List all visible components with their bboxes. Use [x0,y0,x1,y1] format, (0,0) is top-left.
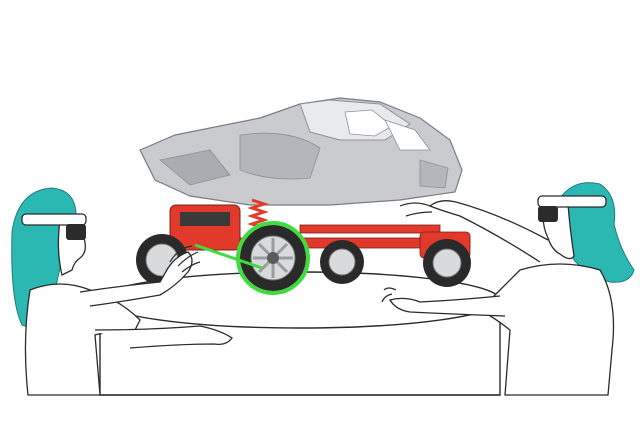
arm-left-lower [94,325,233,349]
hand-right-lower [381,287,397,303]
person-left [11,187,233,396]
arm-right-lower [388,295,506,317]
selection-ray [194,243,263,270]
arm-left-upper [79,251,193,307]
ar-headset-right [537,195,607,222]
wheel-rear-right [423,239,471,287]
person-right [381,182,635,396]
hand-left-pointing [169,245,201,273]
suspension-spring [247,198,269,230]
hand-right-upper [399,202,433,217]
ar-headset-left [21,213,87,240]
highlighted-wheel[interactable] [236,221,310,295]
wheel-rear-left [320,240,364,284]
body-right [478,263,615,396]
car-body-shell [139,97,463,206]
car-chassis [169,198,471,259]
